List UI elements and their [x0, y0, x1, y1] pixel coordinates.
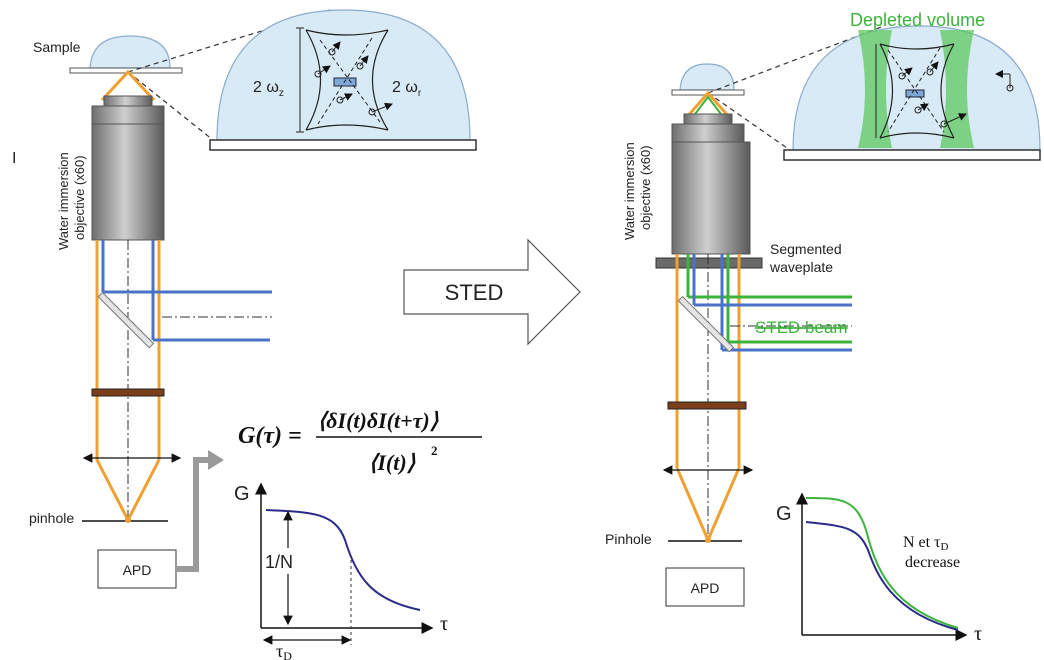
- autocorrelation-formula: G(τ) = ⟨δI(t)δI(t+τ)⟩ ⟨I(t)⟩ 2: [238, 408, 482, 475]
- right-sted-focus: [691, 95, 725, 119]
- right-pinhole-label: Pinhole: [605, 531, 652, 547]
- left-omega-z-label: 2 ωz: [253, 79, 284, 99]
- formula-power: 2: [431, 443, 438, 458]
- left-marker: I: [12, 150, 16, 167]
- right-focus-spot: [905, 89, 925, 98]
- right-zoom-dome: [792, 25, 1041, 151]
- right-apd-label: APD: [691, 580, 720, 596]
- left-graph-y-label: G: [234, 483, 250, 505]
- right-focal-volume: [875, 43, 1014, 139]
- formula-denominator: ⟨I(t)⟩: [369, 450, 416, 475]
- sted-transition-arrow: STED: [403, 238, 581, 346]
- right-graph-y-label: G: [776, 503, 792, 525]
- left-apd-label: APD: [123, 562, 152, 578]
- left-setup: I Sample 2 ωz 2 ωr: [12, 9, 477, 589]
- left-pinhole-label: pinhole: [29, 510, 74, 526]
- right-graph-note-2: decrease: [905, 554, 960, 571]
- formula-lhs: G(τ) =: [238, 423, 302, 449]
- right-objective: [671, 113, 751, 255]
- right-graph-note-1: N et τD: [903, 534, 949, 553]
- right-beam: [675, 254, 741, 541]
- left-objective-label-2: objective (x60): [72, 155, 87, 240]
- left-graph-tau-d-label: τD: [276, 641, 292, 660]
- left-excitation-beam: [101, 240, 272, 342]
- right-sted-beam: [686, 254, 852, 344]
- formula-numerator: ⟨δI(t)δI(t+τ)⟩: [318, 408, 439, 433]
- left-pinhole-spot: [125, 517, 131, 523]
- left-graph: G τ 1/N τD: [234, 482, 448, 660]
- right-graph-x-label: τ: [974, 623, 982, 645]
- left-omega-r-label: 2 ωr: [392, 79, 422, 99]
- right-graph: G τ N et τD decrease: [776, 492, 982, 645]
- left-zoom-slide: [209, 139, 477, 151]
- left-graph-curve: [265, 509, 421, 611]
- right-setup: Depleted volume Water immersion objectiv…: [605, 10, 1041, 607]
- right-waveplate-label-2: waveplate: [769, 259, 833, 275]
- left-graph-x-label: τ: [440, 613, 448, 635]
- left-apd-box: [97, 549, 177, 589]
- right-apd-box: [665, 567, 745, 607]
- right-pinhole-spot: [705, 537, 711, 543]
- left-filter: [91, 388, 165, 397]
- right-depleted-volume-label: Depleted volume: [850, 10, 985, 30]
- apd-to-formula-arrowhead: [208, 450, 224, 470]
- sted-arrow-label: STED: [445, 280, 504, 305]
- left-objective-label-1: Water immersion: [56, 152, 71, 250]
- left-sample-droplet: [89, 35, 171, 69]
- right-graph-sted-curve: [805, 497, 959, 629]
- left-beam-focus: [100, 69, 156, 102]
- right-graph-confocal-curve: [805, 521, 959, 631]
- left-graph-amplitude-label: 1/N: [265, 552, 293, 572]
- right-objective-label-1: Water immersion: [622, 142, 637, 240]
- left-zoom-dome: [216, 9, 471, 141]
- left-focal-volume: [296, 27, 393, 133]
- apd-to-formula-arrow: [176, 457, 210, 572]
- left-beam: [95, 240, 161, 521]
- right-waveplate-label-1: Segmented: [770, 241, 842, 257]
- left-sample-label: Sample: [33, 39, 81, 55]
- left-zoom-line-bottom: [127, 71, 214, 141]
- right-objective-label-2: objective (x60): [638, 145, 653, 230]
- right-beam-focus: [684, 90, 732, 119]
- right-dichroic-mirror: [677, 295, 735, 353]
- right-excitation-beam: [692, 254, 852, 352]
- right-sample-droplet: [679, 63, 735, 91]
- left-dichroic-mirror: [97, 291, 155, 349]
- left-graph-amplitude-bg: [262, 548, 314, 574]
- right-sted-beam-label: STED beam: [755, 318, 848, 337]
- right-depletion-lobe-left: [858, 30, 892, 148]
- left-objective: [91, 95, 165, 241]
- right-zoom-line-bottom: [707, 92, 791, 151]
- left-focus-spot: [333, 77, 357, 87]
- right-zoom-slide: [783, 149, 1041, 161]
- right-filter: [667, 401, 747, 410]
- right-segmented-waveplate: [655, 257, 763, 269]
